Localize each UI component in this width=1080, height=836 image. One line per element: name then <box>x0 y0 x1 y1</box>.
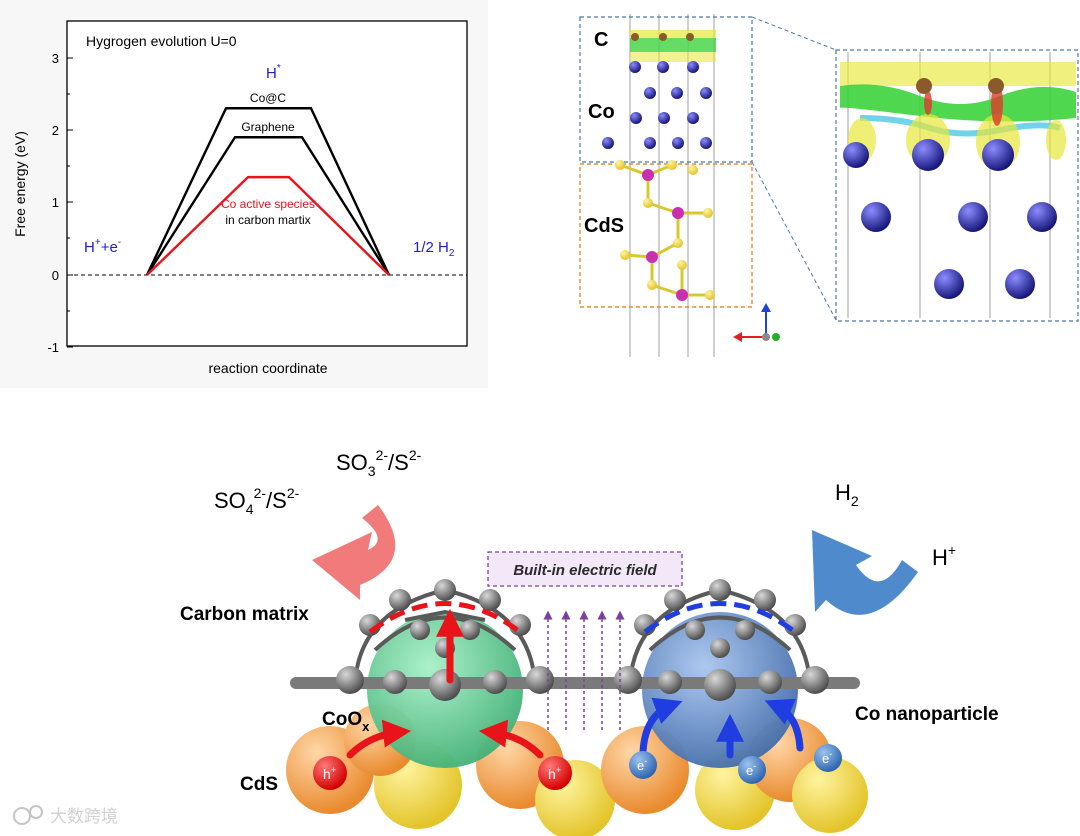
sulfite-label: SO32-/S2- <box>336 447 422 479</box>
chart-title: Hygrogen evolution U=0 <box>86 33 237 49</box>
coox-label: CoOx <box>322 709 370 734</box>
sulfite-oxidation-arrow <box>312 505 396 600</box>
y-tick-label: 3 <box>52 51 59 66</box>
h2-label: H2 <box>835 480 859 509</box>
intermediate-label: H* <box>266 63 281 82</box>
y-tick-label: 0 <box>52 268 59 283</box>
watermark-text: 大数跨境 <box>50 807 118 826</box>
carbon-cobalt-region-box <box>579 16 753 163</box>
field-label: Built-in electric field <box>513 562 657 579</box>
reactant-label: H++e- <box>84 237 121 256</box>
electron-2: e- <box>738 756 766 784</box>
y-axis <box>67 57 73 348</box>
svg-text:h+: h+ <box>323 765 336 782</box>
y-tick-label: 1 <box>52 195 59 210</box>
energy-profile-line <box>146 175 390 276</box>
hole-left: h+ <box>313 756 347 790</box>
series-label-co-active: Co active species <box>221 197 315 211</box>
carbon-matrix-label: Carbon matrix <box>180 604 309 625</box>
sulfate-label: SO42-/S2- <box>214 485 300 517</box>
hole-right: h+ <box>538 756 572 790</box>
svg-text:h+: h+ <box>548 765 561 782</box>
label-c: C <box>594 29 608 51</box>
svg-text:e-: e- <box>637 756 647 773</box>
y-tick-label: -1 <box>47 340 59 355</box>
y-tick-label: 2 <box>52 123 59 138</box>
series-label-graphene: Graphene <box>241 120 295 134</box>
electron-3: e- <box>814 744 842 772</box>
hplus-label: H+ <box>932 542 956 570</box>
plot-frame <box>66 20 468 347</box>
free-energy-chart: 3 2 1 0 -1 Free energy (eV) reaction coo… <box>0 0 488 388</box>
series-label-co-c: Co@C <box>250 91 287 105</box>
cds-label: CdS <box>240 774 278 795</box>
mechanism-panel: Built-in electric field h+ h+ e- <box>13 447 999 836</box>
product-label: 1/2 H2 <box>413 239 455 259</box>
x-axis-label: reaction coordinate <box>208 360 327 376</box>
series-label-co-active-line2: in carbon martix <box>225 213 310 227</box>
energy-profile-line <box>145 136 391 276</box>
label-co: Co <box>588 101 615 123</box>
structure-panel: C Co CdS <box>579 14 1079 357</box>
svg-text:e-: e- <box>822 749 832 766</box>
energy-profile-line <box>145 107 391 276</box>
svg-text:e-: e- <box>746 761 756 778</box>
label-cds: CdS <box>584 215 624 237</box>
hydrogen-evolution-arrow <box>812 530 918 615</box>
field-label-box <box>487 551 683 587</box>
field-arrows <box>543 610 625 730</box>
watermark: 大数跨境 <box>13 805 118 826</box>
co-nanoparticle-label: Co nanoparticle <box>855 704 999 725</box>
axis-indicator <box>733 303 780 342</box>
cds-region-box <box>579 163 753 308</box>
energy-series-group <box>145 107 391 276</box>
y-axis-label: Free energy (eV) <box>12 131 28 237</box>
electron-1: e- <box>629 751 657 779</box>
